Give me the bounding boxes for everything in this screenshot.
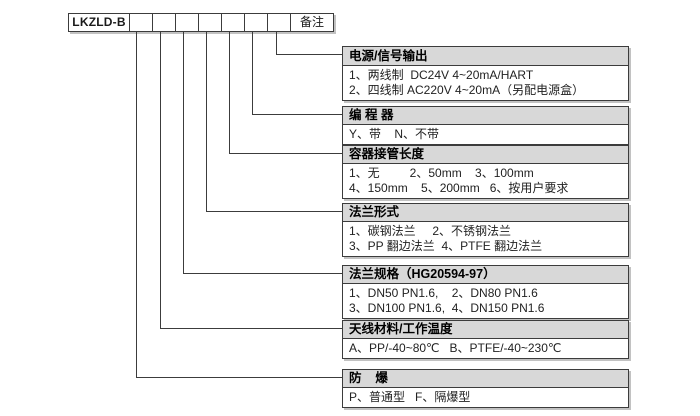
spec-table-programmer: 编 程 器 Y、带 N、不带 xyxy=(342,106,629,145)
spec-table-header: 天线材料/工作温度 xyxy=(343,321,628,339)
model-code-box-4 xyxy=(198,13,222,32)
model-code-box-6 xyxy=(244,13,268,32)
connector-line xyxy=(136,377,342,378)
spec-option-line: 1、碳钢法兰 2、不锈钢法兰 xyxy=(349,224,512,238)
spec-table-body: 1、DN50 PN1.6, 2、DN80 PN1.6 3、DN100 PN1.6… xyxy=(343,284,628,318)
spec-table-flange-type: 法兰形式 1、碳钢法兰 2、不锈钢法兰 3、PP 翻边法兰 4、PTFE 翻边法… xyxy=(342,203,629,257)
spec-option-line: A、PP/-40~80℃ B、PTFE/-40~230℃ xyxy=(349,341,562,355)
spec-table-header: 防 爆 xyxy=(343,370,628,388)
connector-line xyxy=(252,114,342,115)
spec-table-body: Y、带 N、不带 xyxy=(343,125,628,144)
connector-line xyxy=(183,32,184,273)
spec-table-flange-spec: 法兰规格（HG20594-97） 1、DN50 PN1.6, 2、DN80 PN… xyxy=(342,265,629,319)
connector-line xyxy=(276,32,277,54)
model-code-row: LKZLD-B 备注 xyxy=(68,13,334,32)
spec-table-header: 编 程 器 xyxy=(343,107,628,125)
model-code-box-3 xyxy=(175,13,199,32)
connector-line xyxy=(206,32,207,211)
spec-table-explosion-proof: 防 爆 P、普通型 F、隔爆型 xyxy=(342,369,629,408)
spec-table-body: P、普通型 F、隔爆型 xyxy=(343,388,628,407)
spec-option-line: 3、PP 翻边法兰 4、PTFE 翻边法兰 xyxy=(349,239,543,253)
remark-box: 备注 xyxy=(290,13,334,32)
model-code-box-7 xyxy=(267,13,291,32)
spec-table-body: 1、两线制 DC24V 4~20mA/HART 2、四线制 AC220V 4~2… xyxy=(343,66,628,100)
spec-table-body: A、PP/-40~80℃ B、PTFE/-40~230℃ xyxy=(343,339,628,358)
model-code-box-5 xyxy=(221,13,245,32)
spec-table-antenna-material-temp: 天线材料/工作温度 A、PP/-40~80℃ B、PTFE/-40~230℃ xyxy=(342,320,629,359)
connector-line xyxy=(206,211,342,212)
connector-line xyxy=(229,32,230,153)
connector-line xyxy=(160,328,342,329)
spec-table-body: 1、无 2、50mm 3、100mm 4、150mm 5、200mm 6、按用户… xyxy=(343,164,628,198)
connector-line xyxy=(136,32,137,377)
spec-table-body: 1、碳钢法兰 2、不锈钢法兰 3、PP 翻边法兰 4、PTFE 翻边法兰 xyxy=(343,222,628,256)
spec-option-line: P、普通型 F、隔爆型 xyxy=(349,390,471,404)
spec-table-power-signal-output: 电源/信号输出 1、两线制 DC24V 4~20mA/HART 2、四线制 AC… xyxy=(342,46,629,101)
connector-line xyxy=(276,54,342,55)
spec-table-header: 电源/信号输出 xyxy=(343,47,628,66)
connector-line xyxy=(183,273,342,274)
spec-table-nozzle-length: 容器接管长度 1、无 2、50mm 3、100mm 4、150mm 5、200m… xyxy=(342,145,629,199)
connector-line xyxy=(252,32,253,114)
connector-line xyxy=(160,32,161,328)
spec-option-line: 4、150mm 5、200mm 6、按用户要求 xyxy=(349,181,569,195)
spec-table-header: 法兰规格（HG20594-97） xyxy=(343,266,628,284)
spec-option-line: 3、DN100 PN1.6, 4、DN150 PN1.6 xyxy=(349,301,545,315)
spec-table-header: 容器接管长度 xyxy=(343,146,628,164)
spec-option-line: 1、DN50 PN1.6, 2、DN80 PN1.6 xyxy=(349,286,538,300)
connector-line xyxy=(229,153,342,154)
spec-option-line: 1、无 2、50mm 3、100mm xyxy=(349,166,534,180)
spec-table-header: 法兰形式 xyxy=(343,204,628,222)
model-code-box-1 xyxy=(129,13,153,32)
spec-option-line: 1、两线制 DC24V 4~20mA/HART xyxy=(349,68,534,82)
spec-option-line: 2、四线制 AC220V 4~20mA（另配电源盒） xyxy=(349,83,585,97)
spec-option-line: Y、带 N、不带 xyxy=(349,127,440,141)
model-prefix-box: LKZLD-B xyxy=(68,13,130,32)
model-code-box-2 xyxy=(152,13,176,32)
